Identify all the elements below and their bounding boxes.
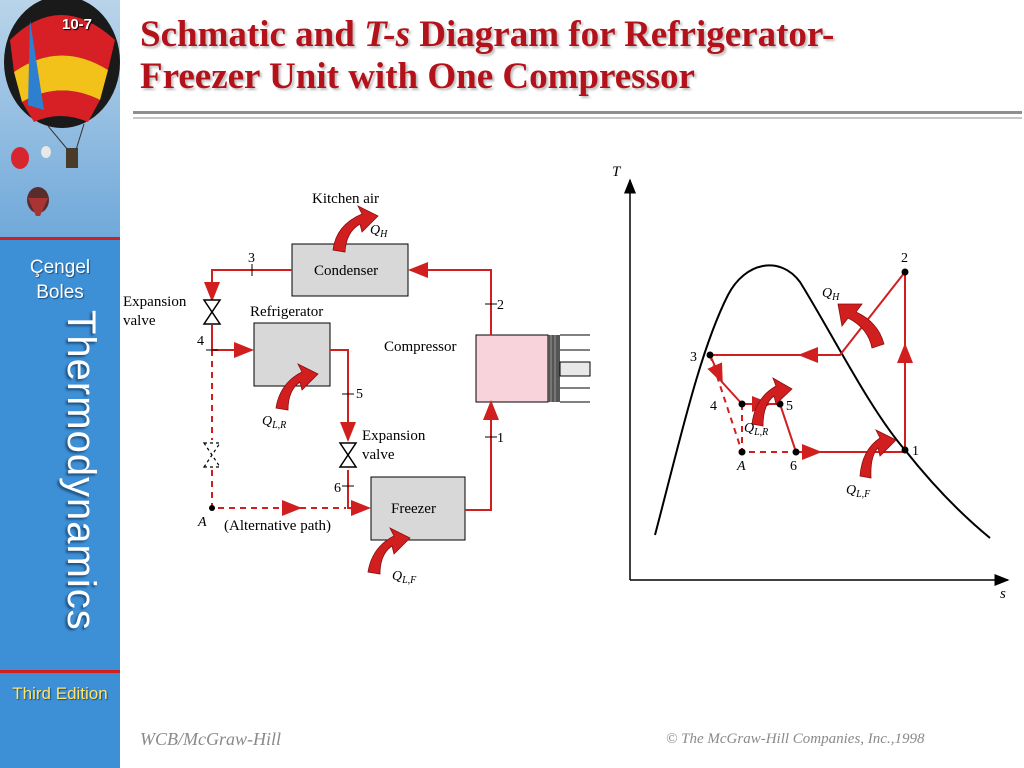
node-a-label: A	[197, 515, 207, 530]
freezer-label: Freezer	[391, 501, 436, 517]
title-rule	[133, 111, 1022, 114]
qlr-label: QL,R	[262, 414, 286, 431]
heat-arrow-qlr	[275, 363, 319, 411]
author-cengel: Çengel	[29, 257, 91, 278]
expansion-valve-2-label: Expansion	[362, 428, 426, 444]
authors: Çengel Boles	[0, 255, 120, 305]
edition-label: Third Edition	[12, 684, 108, 703]
publisher-label: WCB/McGraw-Hill	[140, 729, 281, 749]
ts-heat-arrow-qh	[837, 303, 885, 349]
kitchen-air-label: Kitchen air	[312, 191, 379, 207]
sidebar-divider-top	[0, 237, 120, 240]
freezer-box	[370, 476, 466, 541]
ts-state-6-label: 6	[790, 459, 797, 474]
ts-node-a-label: A	[736, 459, 746, 474]
author-boles: Boles	[36, 282, 84, 303]
qh-label: QH	[370, 223, 388, 240]
book-title: Thermodynamics	[59, 310, 103, 631]
ts-state-4-label: 4	[710, 399, 717, 414]
state-4-label: 4	[197, 334, 204, 349]
expansion-valve-2	[338, 442, 358, 468]
state-3-label: 3	[248, 251, 255, 266]
saturation-dome	[654, 264, 991, 539]
ts-state-6-dot	[792, 448, 800, 456]
t-axis-label: T	[612, 164, 622, 180]
state-1-label: 1	[497, 431, 504, 446]
slide-number: 10-7	[62, 16, 93, 33]
qlf-label: QL,F	[392, 569, 417, 586]
ts-state-3-label: 3	[690, 350, 697, 365]
compressor	[475, 334, 591, 403]
title-ts: T-s	[364, 14, 411, 55]
hot-air-balloon-image	[0, 0, 120, 240]
process-5-6	[770, 403, 822, 460]
state-2-label: 2	[497, 298, 504, 313]
ts-heat-arrow-qlf	[859, 429, 897, 479]
sidebar-divider-bottom	[0, 670, 120, 673]
sidebar: 10-7 Çengel Boles Thermodynamics Third E…	[0, 0, 120, 768]
balloon-illustration	[0, 0, 120, 240]
condenser-box	[291, 243, 409, 297]
condenser-label: Condenser	[314, 263, 378, 279]
expansion-valve-alt	[202, 442, 222, 468]
ts-state-5-label: 5	[786, 399, 793, 414]
s-axis-label: s	[1000, 586, 1006, 602]
compressor-label: Compressor	[384, 339, 457, 355]
expansion-valve-2-label-b: valve	[362, 447, 395, 463]
ts-state-1-dot	[901, 446, 909, 454]
title-rule-shadow	[133, 117, 1022, 119]
title-part-1: Schmatic and	[140, 14, 365, 55]
ts-qh-label: QH	[822, 286, 840, 303]
ts-state-4-dot	[738, 400, 746, 408]
heat-arrow-qh	[332, 205, 379, 253]
refrigerator-box	[253, 322, 331, 387]
copyright-label: © The McGraw-Hill Companies, Inc.,1998	[666, 731, 925, 747]
ts-state-2-label: 2	[901, 251, 908, 266]
state-5-label: 5	[356, 387, 363, 402]
title-line-2: Freezer Unit with One Compressor	[140, 56, 695, 97]
schematic: Kitchen air QH Condenser 3 Expansion val…	[123, 191, 591, 586]
state-6-label: 6	[334, 481, 341, 496]
expansion-valve-1-label: Expansion	[123, 294, 187, 310]
condensation-2-3	[798, 271, 906, 363]
expansion-valve-1	[202, 299, 222, 325]
node-a-dot	[209, 505, 215, 511]
ts-state-1-label: 1	[912, 444, 919, 459]
heat-arrow-qlf	[367, 527, 411, 575]
expansion-valve-1-label-b: valve	[123, 313, 156, 329]
slide-title: Schmatic and T-s Diagram for Refrigerato…	[140, 14, 1010, 98]
title-part-2: Diagram for Refrigerator-	[410, 14, 835, 55]
ts-diagram: T s 2 3 4 5 6 1 A QH	[612, 164, 1010, 602]
refrigerator-label: Refrigerator	[250, 304, 323, 320]
ts-heat-arrow-qlr	[751, 377, 793, 427]
ts-node-a-dot	[738, 448, 746, 456]
ts-qlf-label: QL,F	[846, 483, 871, 500]
ts-qlr-label: QL,R	[744, 421, 768, 438]
ts-state-3-dot	[706, 351, 714, 359]
alternative-path-label: (Alternative path)	[224, 518, 331, 534]
ts-state-2-dot	[901, 268, 909, 276]
